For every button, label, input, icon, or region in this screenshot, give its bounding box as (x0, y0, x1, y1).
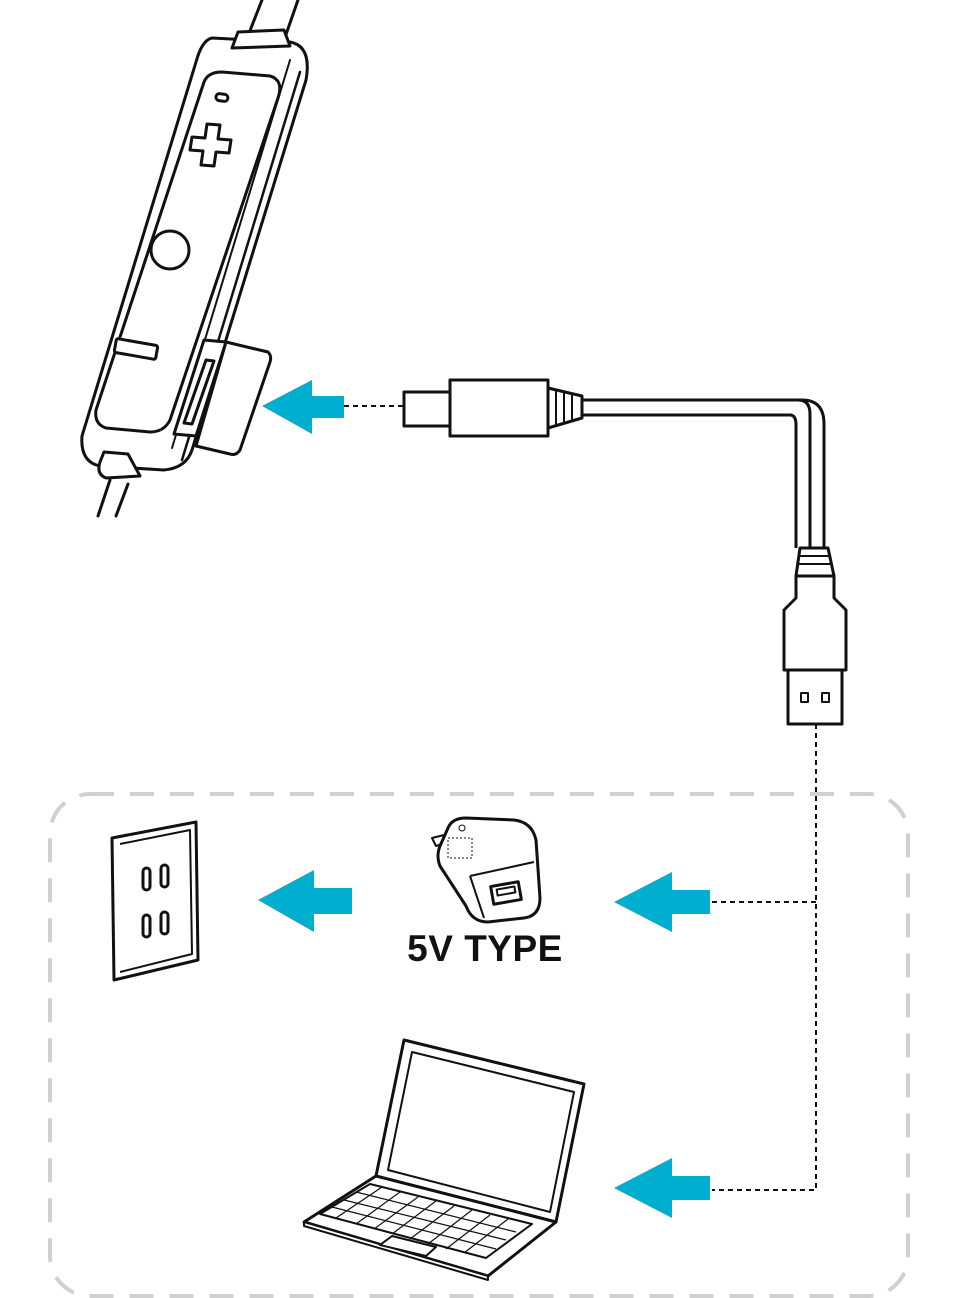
usb-ac-adapter-icon (431, 816, 542, 924)
wall-outlet-icon (110, 820, 200, 982)
arrow-left-icon (262, 380, 344, 434)
arrow-left-icon (258, 870, 352, 932)
usb-cable-icon (402, 378, 848, 726)
adapter-type-label: 5V TYPE (407, 928, 563, 969)
power-source-options-box (48, 792, 910, 1298)
arrow-left-icon (614, 872, 710, 932)
arrow-left-icon (614, 1158, 710, 1218)
headset-remote-icon (80, 0, 309, 518)
laptop-icon (302, 1038, 586, 1281)
